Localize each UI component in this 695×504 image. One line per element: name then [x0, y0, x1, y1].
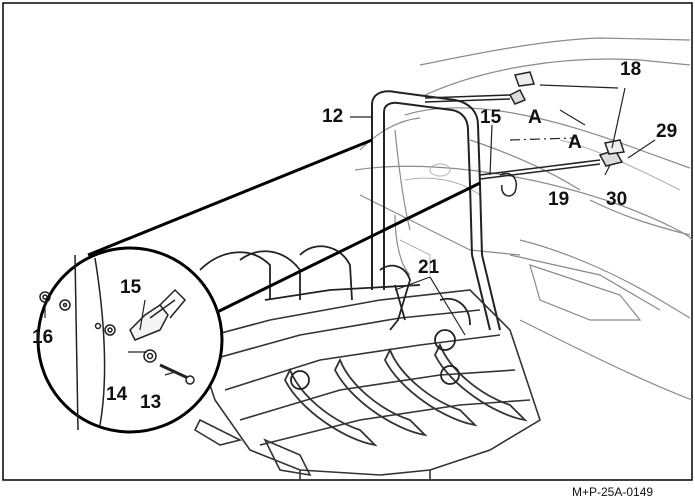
- a-markers: [559, 109, 586, 126]
- callout-a-lower: A: [568, 132, 582, 153]
- callout-15-top: 15: [480, 107, 502, 128]
- callout-21: 21: [418, 257, 440, 278]
- callout-29: 29: [656, 121, 678, 142]
- callout-30: 30: [606, 189, 628, 210]
- callout-13: 13: [140, 392, 162, 413]
- callout-15-detail: 15: [120, 277, 142, 298]
- detail-callout: [36, 138, 481, 434]
- callout-12: 12: [322, 106, 344, 127]
- callout-19: 19: [548, 189, 570, 210]
- leader-lines: [44, 84, 656, 376]
- diagram-frame: [2, 2, 693, 481]
- callout-a-upper: A: [528, 107, 542, 128]
- car-rear: [354, 37, 693, 401]
- car-rear-details: [399, 139, 681, 275]
- callout-14: 14: [106, 384, 128, 405]
- magnifier-line-top: [87, 138, 373, 257]
- callout-16: 16: [32, 327, 54, 348]
- detail-circle: [36, 246, 224, 434]
- document-reference-code: M+P-25A-0149: [572, 485, 654, 499]
- detail-parts: [39, 254, 195, 431]
- carrier-base: [193, 289, 541, 480]
- clamp-arms: [199, 245, 471, 390]
- magnifier-line-bottom: [204, 181, 481, 320]
- callout-18: 18: [620, 59, 642, 80]
